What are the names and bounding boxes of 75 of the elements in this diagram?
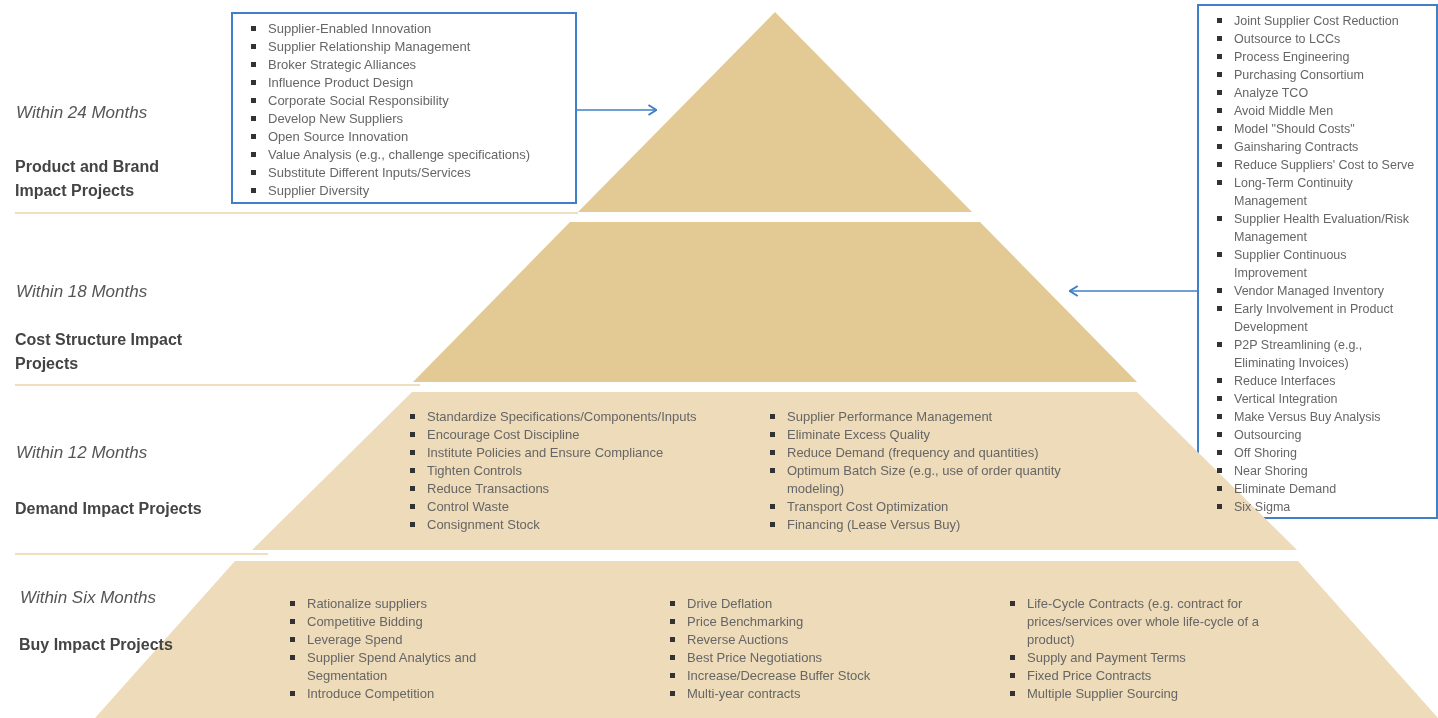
list-item: Reduce Demand (frequency and quantities): [787, 444, 1039, 462]
list-item: P2P Streamlining (e.g., Eliminating Invoices): [1234, 337, 1364, 372]
list-item: Value Analysis (e.g., challenge specifications): [268, 146, 531, 164]
list-item: Outsource to LCCs: [1234, 31, 1341, 48]
arrow: [576, 104, 658, 116]
timeframe-label: Within Six Months: [20, 588, 156, 608]
list-item: Price Benchmarking: [687, 613, 804, 631]
list-item: Vendor Managed Inventory: [1234, 283, 1385, 300]
list-item: Leverage Spend: [307, 631, 403, 649]
list-item: Develop New Suppliers: [268, 110, 404, 128]
list-item: Analyze TCO: [1234, 85, 1309, 102]
list-item: Supplier Continuous Improvement: [1234, 247, 1348, 282]
list-item: Eliminate Excess Quality: [787, 426, 931, 444]
tier-title: Cost Structure Impact Projects: [15, 330, 184, 374]
list-item: Best Price Negotiations: [687, 649, 823, 667]
list-item: Process Engineering: [1234, 49, 1350, 66]
list-item: Supplier Spend Analytics and Segmentation: [307, 649, 478, 685]
list-item: Control Waste: [427, 498, 509, 516]
list-item: Supplier Diversity: [268, 182, 370, 200]
list-item: Supplier Relationship Management: [268, 38, 471, 56]
pyramid-tier: [578, 12, 972, 212]
list-item: Optimum Batch Size (e.g., use of order quantity modeling): [787, 462, 1062, 498]
list-item: Corporate Social Responsibility: [268, 92, 449, 110]
list-item: Reduce Suppliers' Cost to Serve: [1234, 157, 1415, 174]
tier-title: Buy Impact Projects: [19, 635, 174, 655]
tier-title: Demand Impact Projects: [15, 499, 203, 519]
list-item: Avoid Middle Men: [1234, 103, 1334, 120]
list-item: Gainsharing Contracts: [1234, 139, 1359, 156]
list-item: Early Involvement in Product Development: [1234, 301, 1395, 336]
list-item: Model "Should Costs": [1234, 121, 1355, 138]
list-item: Tighten Controls: [427, 462, 522, 480]
list-item: Life-Cycle Contracts (e.g. contract for prices/services over whole life-cycle of a product): [1027, 595, 1260, 649]
list-item: Fixed Price Contracts: [1027, 667, 1152, 685]
list-item: Make Versus Buy Analysis: [1234, 409, 1381, 426]
list-item: Near Shoring: [1234, 463, 1308, 480]
list-item: Long-Term Continuity Management: [1234, 175, 1354, 210]
timeframe-label: Within 12 Months: [16, 443, 148, 463]
list-item: Introduce Competition: [307, 685, 435, 703]
list-item: Off Shoring: [1234, 445, 1297, 462]
list-item: Substitute Different Inputs/Services: [268, 164, 471, 182]
list-item: Supplier Performance Management: [787, 408, 993, 426]
list-item: Consignment Stock: [427, 516, 540, 534]
list-item: Competitive Bidding: [307, 613, 423, 631]
list-item: Vertical Integration: [1234, 391, 1338, 408]
list-item: Multi-year contracts: [687, 685, 801, 703]
tier-title: Product and Brand Impact Projects: [15, 157, 160, 201]
timeframe-label: Within 24 Months: [16, 103, 148, 123]
list-item: Eliminate Demand: [1234, 481, 1337, 498]
arrow: [1068, 285, 1198, 297]
list-item: Increase/Decrease Buffer Stock: [687, 667, 871, 685]
list-item: Multiple Supplier Sourcing: [1027, 685, 1179, 703]
list-item: Reduce Transactions: [427, 480, 550, 498]
list-item: Encourage Cost Discipline: [427, 426, 580, 444]
list-item: Broker Strategic Alliances: [268, 56, 417, 74]
list-item: Reverse Auctions: [687, 631, 789, 649]
list-item: Supplier-Enabled Innovation: [268, 20, 432, 38]
list-item: Supply and Payment Terms: [1027, 649, 1186, 667]
list-item: Six Sigma: [1234, 499, 1291, 516]
list-item: Joint Supplier Cost Reduction: [1234, 13, 1399, 30]
list-item: Influence Product Design: [268, 74, 414, 92]
list-item: Financing (Lease Versus Buy): [787, 516, 961, 534]
list-item: Rationalize suppliers: [307, 595, 427, 613]
list-item: Drive Deflation: [687, 595, 773, 613]
list-item: Outsourcing: [1234, 427, 1302, 444]
list-item: Purchasing Consortium: [1234, 67, 1364, 84]
list-item: Open Source Innovation: [268, 128, 409, 146]
bullet-list-box: [231, 12, 577, 204]
list-item: Transport Cost Optimization: [787, 498, 949, 516]
list-item: Supplier Health Evaluation/Risk Management: [1234, 211, 1411, 246]
bullet-list-box: [1197, 4, 1438, 519]
pyramid-tier: [413, 222, 1137, 382]
list-item: Reduce Interfaces: [1234, 373, 1336, 390]
timeframe-label: Within 18 Months: [16, 282, 148, 302]
list-item: Institute Policies and Ensure Compliance: [427, 444, 664, 462]
list-item: Standardize Specifications/Components/Inputs: [427, 408, 697, 426]
